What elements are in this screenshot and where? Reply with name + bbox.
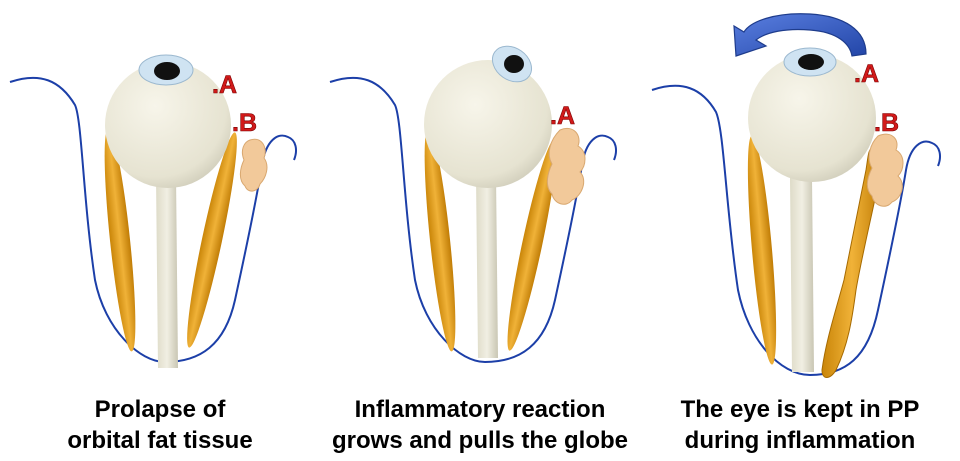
orbit-diagram-3: .A .B — [640, 0, 960, 461]
orbit-diagram-1: .A .B — [0, 0, 320, 461]
panel-prolapse: .A .B Prolapse of orbital fat tissue — [0, 0, 320, 461]
point-label-a: .A — [550, 102, 575, 130]
optic-nerve — [476, 175, 498, 358]
point-label-b: .B — [874, 109, 899, 137]
pupil — [504, 55, 524, 73]
caption-line-1: Prolapse of — [0, 394, 320, 425]
orbit-diagram-2: .A — [320, 0, 640, 461]
caption-line-2: during inflammation — [640, 425, 960, 456]
caption: Prolapse of orbital fat tissue — [0, 394, 320, 456]
caption-line-1: Inflammatory reaction — [320, 394, 640, 425]
pupil — [154, 62, 180, 80]
point-label-a: .A — [854, 60, 879, 88]
panel-inflammation: .A .B The eye is kept in PP during infla… — [640, 0, 960, 461]
fat-tissue — [867, 134, 903, 206]
fat-tissue — [547, 128, 585, 204]
caption-line-2: orbital fat tissue — [0, 425, 320, 456]
panel-inflammatory: .A Inflammatory reaction grows and pulls… — [320, 0, 640, 461]
caption: Inflammatory reaction grows and pulls th… — [320, 394, 640, 456]
point-label-b: .B — [232, 109, 257, 137]
optic-nerve — [790, 178, 814, 372]
caption-line-2: grows and pulls the globe — [320, 425, 640, 456]
eye-globe — [424, 60, 552, 188]
pupil — [798, 54, 824, 70]
caption: The eye is kept in PP during inflammatio… — [640, 394, 960, 456]
caption-line-1: The eye is kept in PP — [640, 394, 960, 425]
optic-nerve — [156, 175, 178, 368]
fat-tissue — [240, 139, 267, 191]
point-label-a: .A — [212, 71, 237, 99]
